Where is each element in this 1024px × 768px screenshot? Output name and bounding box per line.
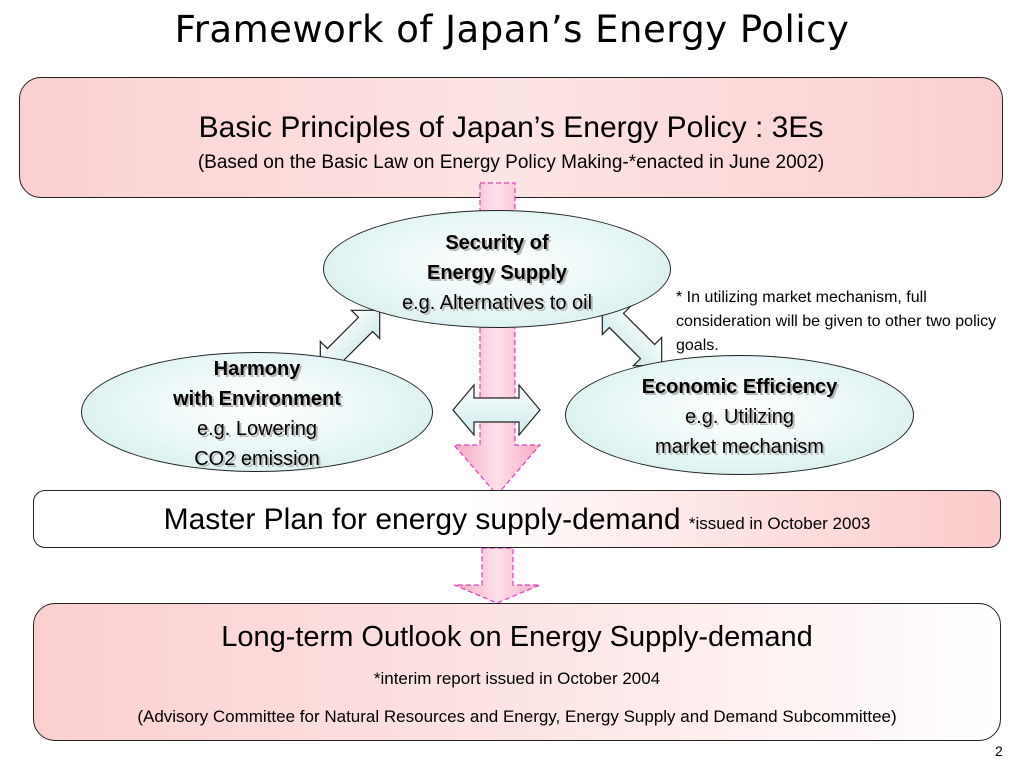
harmony-example-line2: CO2 emission <box>194 448 320 470</box>
double-arrow-horizontal <box>452 383 541 437</box>
economic-example-line1: e.g. Utilizing <box>685 406 794 428</box>
economic-title: Economic Efficiency <box>641 376 838 398</box>
down-arrow-secondary <box>453 547 541 604</box>
harmony-example-line1: e.g. Lowering <box>196 418 318 440</box>
master-plan-note: *issued in October 2003 <box>688 514 871 533</box>
outlook-subtitle: (Advisory Committee for Natural Resource… <box>137 707 897 726</box>
outlook-note: *interim report issued in October 2004 <box>373 669 661 688</box>
security-title-line2: Energy Supply <box>426 262 568 284</box>
market-mechanism-footnote: * In utilizing market mechanism, full co… <box>676 289 997 354</box>
outlook-title: Long-term Outlook on Energy Supply-deman… <box>221 621 813 653</box>
security-title-line1: Security of <box>445 232 549 254</box>
harmony-title-line2: with Environment <box>173 388 341 410</box>
principles-panel: Basic Principles of Japan’s Energy Polic… <box>19 77 1003 198</box>
master-plan-title: Master Plan for energy supply-demand <box>163 503 681 536</box>
harmony-title-line1: Harmony <box>213 358 301 380</box>
security-of-supply-ellipse: Security of Energy Supply e.g. Alternati… <box>323 210 671 328</box>
master-plan-panel: Master Plan for energy supply-demand *is… <box>33 490 1001 548</box>
principles-title: Basic Principles of Japan’s Energy Polic… <box>198 111 824 144</box>
economic-efficiency-ellipse: Economic Efficiency e.g. Utilizing marke… <box>565 355 914 475</box>
master-plan-line: Master Plan for energy supply-demand *is… <box>34 503 1000 537</box>
security-example: e.g. Alternatives to oil <box>401 292 593 314</box>
page-number: 2 <box>995 743 1003 759</box>
economic-example-line2: market mechanism <box>655 436 824 458</box>
down-arrow-main <box>452 182 542 496</box>
principles-subtitle: (Based on the Basic Law on Energy Policy… <box>197 152 825 173</box>
long-term-outlook-panel: Long-term Outlook on Energy Supply-deman… <box>33 603 1001 741</box>
page-title: Framework of Japan’s Energy Policy <box>174 8 850 51</box>
harmony-environment-ellipse: Harmony with Environment e.g. Lowering C… <box>81 352 433 472</box>
